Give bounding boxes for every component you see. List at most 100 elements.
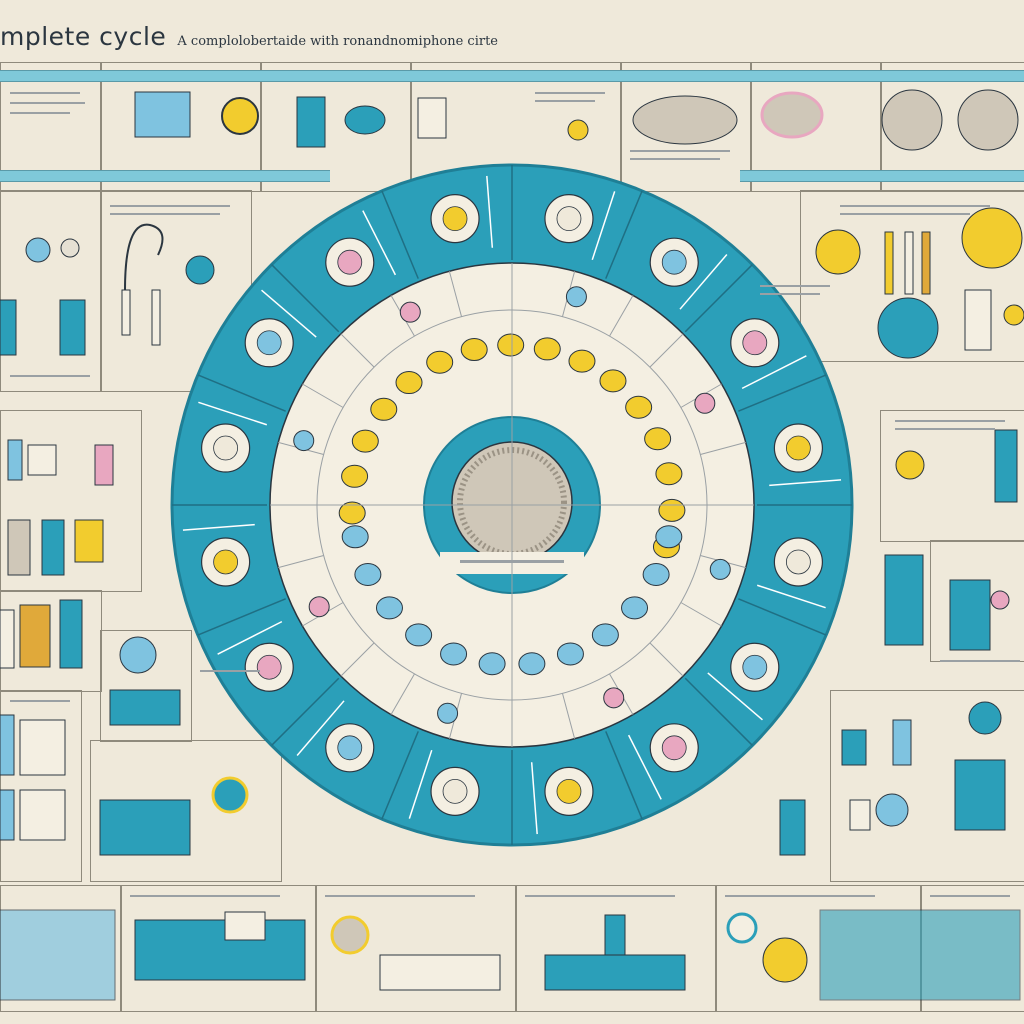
panel-bottom-3 [315, 885, 517, 1012]
flow-arrow [296, 700, 345, 756]
petri-dish-icon-core [661, 249, 687, 275]
header-band-second [0, 170, 330, 182]
inner-divider [680, 602, 722, 627]
pink-sample-icon-core [213, 435, 239, 461]
bottle-icon [74, 519, 104, 563]
ultrasound-icon-core [442, 778, 468, 804]
person-seated-icon [949, 579, 991, 651]
outer-divider [381, 731, 419, 820]
panel-top-1 [0, 62, 102, 192]
blue-capsule-icon [642, 562, 670, 586]
microscope-icon [119, 636, 157, 674]
lab-bench-icon [379, 954, 501, 991]
panel-bottom-4 [515, 885, 717, 1012]
bottle-icon [892, 719, 912, 766]
test-tube-icon [921, 231, 931, 295]
inner-divider [561, 693, 576, 739]
panel-text-line [725, 895, 875, 897]
panel-text-line [895, 428, 995, 430]
drop-icon-core [337, 249, 363, 275]
outer-divider [197, 598, 286, 636]
person-icon [94, 444, 114, 486]
flow-arrow [769, 479, 842, 487]
test-tube-icon [884, 231, 894, 295]
yellow-capsule-icon [351, 429, 379, 453]
stage-marker-icon [709, 558, 731, 580]
outer-ring-arrows [182, 175, 842, 835]
syringe-icon [151, 289, 161, 346]
panel-text-line [110, 205, 230, 207]
panel-text-line [10, 700, 70, 702]
document-icon [417, 97, 447, 139]
stage-marker-icon [694, 392, 716, 414]
egg-cell-icon-core [556, 206, 582, 232]
mirror-icon [211, 776, 249, 814]
yellow-capsule-icon [460, 338, 488, 362]
petri-dish-icon [957, 89, 1019, 151]
data-grid-icon [819, 909, 1021, 1001]
outer-divider [738, 598, 827, 636]
blue-capsule-icon [655, 525, 683, 549]
outer-ring-dividers [172, 165, 852, 845]
bottle-icon [0, 609, 15, 669]
panel-left-6 [0, 690, 82, 882]
yellow-capsule-icon [341, 464, 369, 488]
screen-icon [0, 789, 15, 841]
blue-capsule-icon [341, 525, 369, 549]
screen-icon [19, 789, 66, 841]
panel-left-3 [0, 410, 142, 592]
outer-divider [738, 374, 827, 412]
flow-arrow [486, 175, 494, 248]
vial-icon-core [442, 206, 468, 232]
person-icon [0, 299, 17, 356]
poster-title: mplete cycle A complolobertaide with ron… [0, 22, 498, 51]
panel-top-2 [100, 62, 262, 192]
flow-arrow [707, 672, 763, 721]
outer-divider [271, 677, 340, 746]
monitor-icon [27, 444, 57, 476]
blue-capsule-icon [440, 642, 468, 666]
dish-icon-core [213, 549, 239, 575]
microscope-slide-icon-core [785, 549, 811, 575]
panel-text-line [630, 150, 730, 152]
inner-divider [649, 333, 684, 368]
panel-text-line [110, 213, 220, 215]
sample-dish-icon-core [742, 330, 768, 356]
panel-text-line [200, 670, 260, 672]
flow-arrow [362, 210, 397, 276]
yellow-capsule-icon [533, 337, 561, 361]
vial-icon [7, 439, 23, 481]
person-seated-icon [954, 759, 1006, 831]
flow-arrow [198, 401, 268, 426]
flow-arrow [182, 523, 255, 531]
dish-icon [875, 793, 909, 827]
button-icon [185, 255, 215, 285]
panel-text-line [760, 285, 830, 287]
panel-text-line [10, 102, 85, 104]
blue-capsule-icon [591, 623, 619, 647]
panel-text-line [535, 92, 605, 94]
ring-icon [221, 97, 259, 135]
inner-divider [448, 271, 463, 317]
desk-icon [109, 689, 181, 726]
yellow-capsule-icon [644, 427, 672, 451]
blue-capsule-icon [621, 596, 649, 620]
flow-arrow [591, 191, 616, 261]
flow-arrow [261, 289, 317, 338]
panel-right-1 [800, 190, 1024, 362]
test-tube-icon [904, 231, 914, 295]
inner-divider [649, 642, 684, 677]
outer-divider [197, 374, 286, 412]
panel-text-line [840, 213, 970, 215]
panel-text-line [760, 293, 820, 295]
bottle-icon [994, 429, 1018, 503]
yellow-capsule-icon [338, 501, 366, 525]
organ-icon-core [556, 778, 582, 804]
stage-marker-icon [437, 702, 459, 724]
outer-ring-icons [201, 194, 823, 816]
flow-arrow [217, 620, 283, 655]
pink-dot-icon [990, 590, 1010, 610]
panel-top-3 [260, 62, 412, 192]
panel-text-line [10, 112, 70, 114]
yellow-capsule-icon [625, 395, 653, 419]
